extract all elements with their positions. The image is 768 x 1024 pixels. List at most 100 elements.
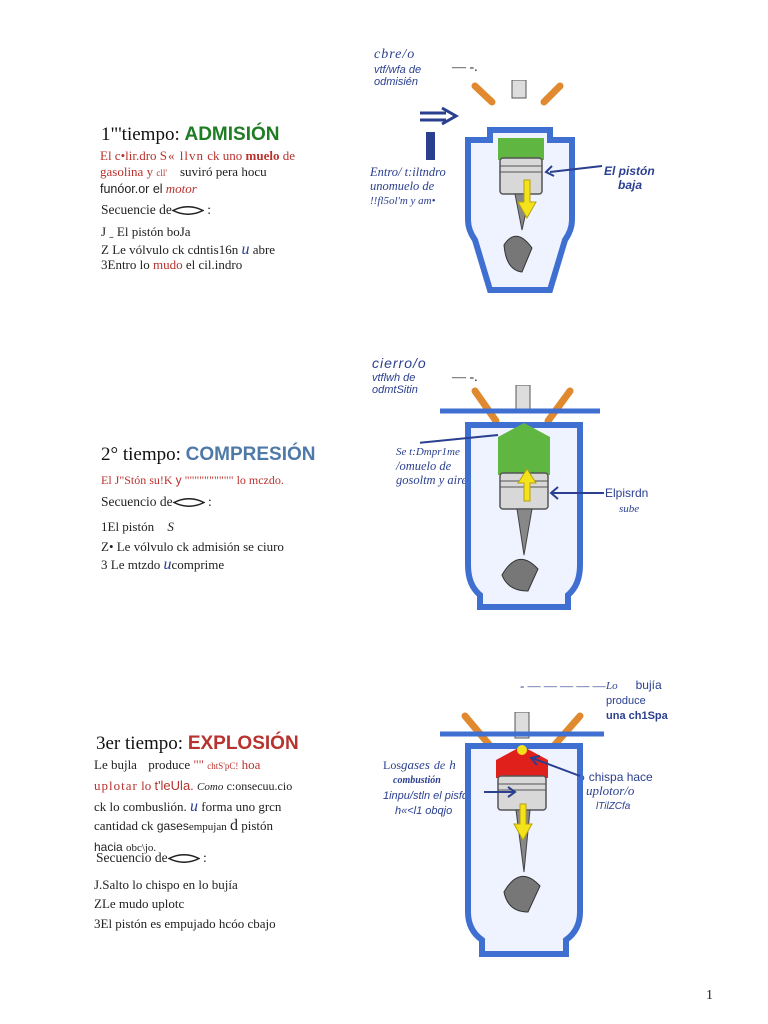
stroke1-sequence-label: Secuencie de : <box>101 202 211 217</box>
fuel-mixture <box>498 138 544 160</box>
stroke3-step-1: J.Salto lo chispo en lo bujía <box>94 877 238 892</box>
desc-text: El J"Stón su!K <box>101 473 173 487</box>
pointer-line <box>531 757 581 777</box>
stroke1-step-1: J ˍ El pistón boJa <box>101 224 191 239</box>
step-text: abre <box>252 242 276 257</box>
stroke1-title-prefix: 1"'tiempo: <box>101 124 180 145</box>
desc-text: Como <box>197 781 224 793</box>
note-text: gosoltm y aire <box>396 473 468 487</box>
note-text: chispa hace <box>588 770 653 784</box>
desc-text: cll' <box>156 168 167 178</box>
note-text: Lo <box>606 680 618 692</box>
note-text: produce <box>606 695 646 707</box>
note-text: !!fl5ol'm y am• <box>370 195 436 207</box>
desc-text: motor <box>165 181 197 196</box>
step-text: mudo <box>153 257 183 272</box>
note-text: Elpisrdn <box>605 486 649 500</box>
stroke3-left-note: Losgases de h combustión 1inpu/stln el p… <box>383 758 474 818</box>
desc-text: gases <box>156 819 189 833</box>
stroke1-valve-note-title: cbre/o <box>374 47 416 62</box>
stroke1-title: 1"'tiempo: ADMISIÓN <box>101 124 279 146</box>
stroke2-left-note: Se t:Dmpr1me /omuelo de gosoltm y aire <box>396 444 467 487</box>
desc-text: lo <box>141 778 152 793</box>
stroke3-title-keyword: EXPLOSIÓN <box>187 733 299 754</box>
note-text: combustión <box>393 775 441 786</box>
desc-text: "" <box>193 757 204 772</box>
step-text: u <box>241 241 250 258</box>
note-text: odmtSitin <box>372 384 418 396</box>
stroke2-description: El J"Stón su!K y """""""""" lo mczdo. <box>101 473 284 488</box>
desc-text: y <box>175 473 182 487</box>
fuel-mixture <box>498 423 550 475</box>
note-text: /omuelo de <box>396 459 452 473</box>
stroke1-step-2: Z Le vólvulo ck cdntis16n u abre <box>101 241 275 259</box>
crankshaft <box>503 876 541 913</box>
engine-diagram-compression <box>420 385 604 610</box>
engine-diagram-explosion <box>440 712 604 957</box>
desc-text: empujan <box>188 821 227 833</box>
stroke2-valve-note-title: cierro/o <box>372 355 427 371</box>
desc-text: c:onsecuu.cio <box>226 779 293 793</box>
step-text: 3Entro lo <box>101 257 150 272</box>
stroke3-description: Le bujla produce "" chtS'pC! hoa uplotar… <box>94 755 344 858</box>
desc-text: El c•lir.dro <box>100 148 157 163</box>
desc-text: produce <box>148 757 191 772</box>
desc-text: ck lo combuslión. <box>94 799 187 814</box>
note-text: Los <box>383 758 401 772</box>
stroke3-step-2: ZLe mudo uplotc <box>94 896 185 911</box>
stroke3-step-3: 3El pistón es empujado hcóo cbajo <box>94 916 276 931</box>
stroke2-step-1: 1El pistón S <box>101 519 174 535</box>
stroke1-right-note: El pistón baja <box>604 164 655 192</box>
desc-text: muelo <box>245 148 280 163</box>
note-text: de <box>433 758 446 772</box>
stroke2-title-keyword: COMPRESIÓN <box>185 444 316 465</box>
desc-text: cantidad ck <box>94 818 154 833</box>
desc-text: hoa <box>241 757 261 772</box>
note-text: lTil <box>596 801 609 812</box>
sequence-label-text: Secuencie de <box>101 202 172 217</box>
desc-text: lo mczdo. <box>236 473 284 487</box>
stroke2-dash: — -. <box>452 370 478 385</box>
desc-text: hacia <box>94 840 123 854</box>
page-number: 1 <box>706 988 713 1003</box>
sequence-label-text: Secuencio de <box>101 494 173 509</box>
spark-plug <box>511 80 527 99</box>
note-text: ZCfa <box>608 801 631 812</box>
note-text: bujía <box>635 678 662 692</box>
piston <box>499 157 543 195</box>
note-text: vtf/wfa de <box>374 64 422 76</box>
step-text: Z Le vólvulo ck cdntis16n <box>101 242 239 257</box>
desc-text: forma uno grcn <box>201 799 282 814</box>
eye-icon <box>171 206 204 216</box>
desc-text: pera hocu <box>215 164 267 179</box>
note-text: h«<l1 obqjo <box>395 805 453 817</box>
combustion-chamber <box>496 746 548 778</box>
down-arrow-icon <box>513 803 533 842</box>
note-text: El pistón <box>604 164 655 178</box>
desc-text: Le bujla <box>94 757 137 772</box>
eye-icon <box>167 854 200 864</box>
crankshaft <box>503 235 533 273</box>
stroke2-sequence-label: Secuencio de : <box>101 494 212 509</box>
intake-valve <box>471 387 500 425</box>
desc-text: pistón <box>241 818 274 833</box>
note-text: una ch1Spa <box>606 710 668 722</box>
note-text: unomuelo de <box>370 179 435 193</box>
step-text: el cil.indro <box>185 257 243 272</box>
sequence-label-text: Secuencio de <box>96 850 168 865</box>
stroke3-sequence-label: Secuencio de : <box>96 850 207 865</box>
note-text: uplotor/o <box>586 783 635 798</box>
stroke2-title-prefix: 2° tiempo: <box>101 444 181 465</box>
stroke2-step-3: 3 Le mtzdo ucomprime <box>101 556 224 574</box>
desc-text: d <box>229 817 238 834</box>
up-arrow-icon <box>517 468 537 502</box>
desc-text: gasolina y <box>100 164 154 179</box>
step-text: 1El pistón <box>101 519 155 534</box>
intake-valve <box>471 82 496 106</box>
stroke3-spark-note: Lo bujía produce una ch1Spa <box>606 678 668 723</box>
stroke2-valve-note: vtflwh de odmtSitin <box>372 372 418 396</box>
exhaust-valve <box>540 82 564 106</box>
stroke1-left-note: Entro/ t:iltndro unomuelo de !!fl5ol'm y… <box>370 165 446 208</box>
desc-text: chtS'pC! <box>207 761 239 771</box>
stroke3-title: 3er tiempo: EXPLOSIÓN <box>96 733 299 755</box>
